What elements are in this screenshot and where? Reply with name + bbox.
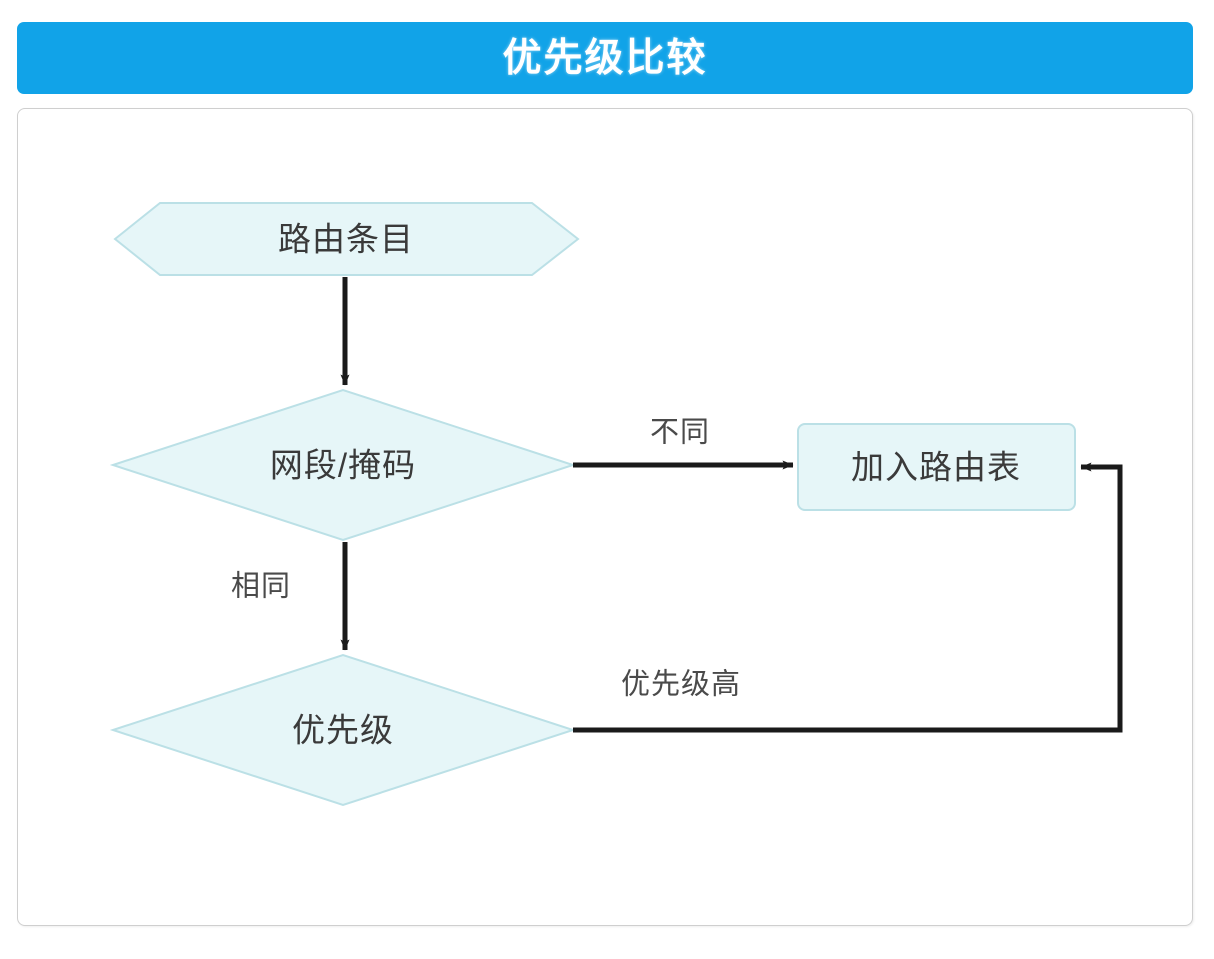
node-priority-label: 优先级	[292, 711, 394, 749]
diagram-container	[17, 108, 1193, 926]
page-title: 优先级比较	[502, 36, 708, 80]
node-network-mask-label: 网段/掩码	[269, 446, 417, 484]
edge-label-different: 不同	[649, 416, 711, 449]
page-header-banner: 优先级比较	[17, 22, 1193, 94]
edge-label-higher-priority: 优先级高	[620, 668, 742, 701]
node-add-to-routing-table-label: 加入路由表	[851, 448, 1021, 486]
node-route-entry-label: 路由条目	[278, 220, 414, 258]
edge-label-same: 相同	[230, 570, 292, 603]
